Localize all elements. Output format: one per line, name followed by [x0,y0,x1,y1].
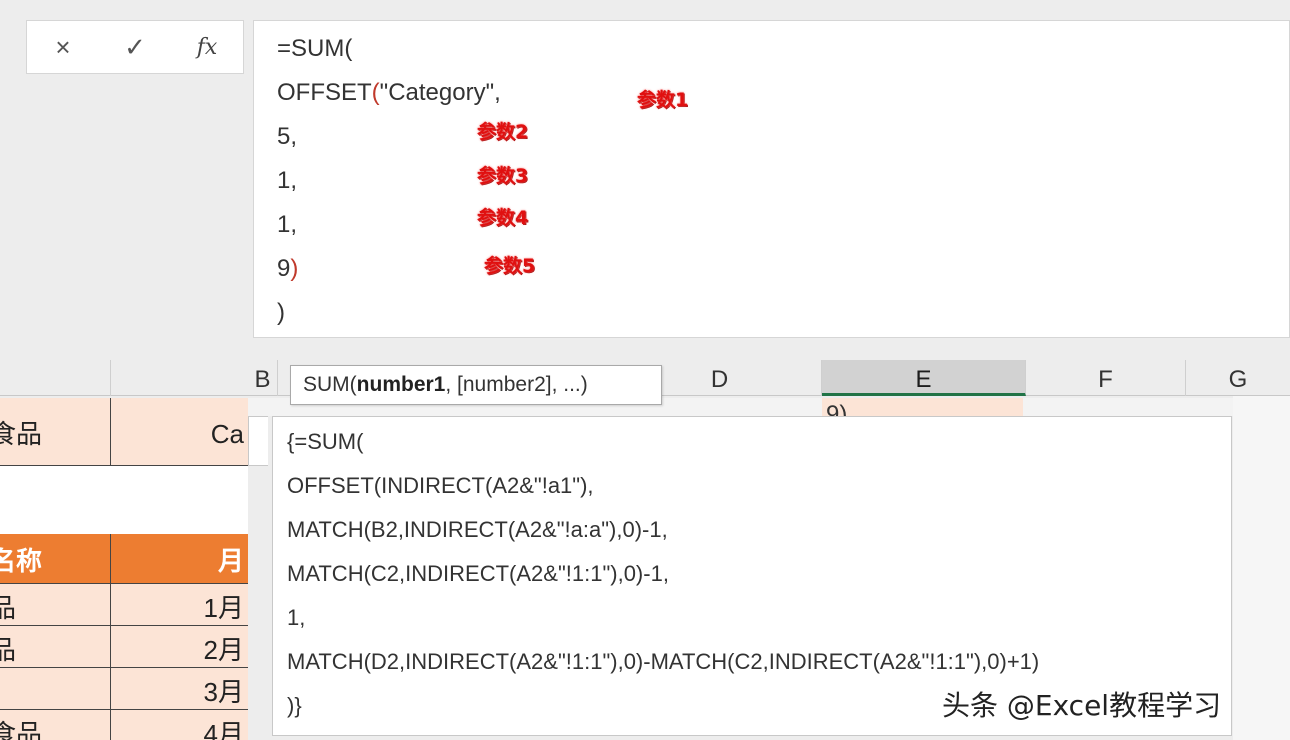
formula-line: 9) [277,255,298,283]
cell[interactable] [0,466,248,534]
cell[interactable]: 1月 [110,584,248,626]
cell[interactable]: 品 [0,626,110,668]
formula-text: OFFSET [277,79,372,106]
column-header-f[interactable]: F [1026,360,1186,396]
popup-edge [248,416,268,466]
column-header-b[interactable]: B [248,360,278,396]
annotation-label: 参数1 [637,89,689,111]
cell[interactable]: 食品 [0,710,110,740]
cell[interactable]: 3月 [110,668,248,710]
formula-popup: {=SUM( OFFSET(INDIRECT(A2&"!a1"), MATCH(… [272,416,1232,736]
popup-formula-line: MATCH(D2,INDIRECT(A2&"!1:1"),0)-MATCH(C2… [287,649,1040,674]
insert-function-icon[interactable]: fx [196,34,218,60]
cell[interactable]: 月 [110,534,248,584]
tooltip-current-arg[interactable]: number1 [356,373,446,396]
popup-formula-line: )} [287,693,302,718]
formula-line: 5, [277,123,298,150]
formula-line: OFFSET()"Category", [277,79,501,107]
popup-formula-line: {=SUM( [287,429,364,454]
formula-paren: ( [371,79,380,106]
tooltip-rest-args: , [number2], ...) [445,373,588,396]
sheet-area [1233,396,1290,740]
cell[interactable]: 食品 [0,398,110,466]
annotation-label: 参数3 [477,165,529,187]
column-divider [110,360,111,396]
function-tooltip[interactable]: SUM(number1, [number2], ...) [290,365,662,405]
formula-line: =SUM( [277,35,353,62]
formula-line: ) [277,299,285,326]
popup-formula-line: MATCH(C2,INDIRECT(A2&"!1:1"),0)-1, [287,561,669,586]
cell[interactable]: 2月 [110,626,248,668]
formula-toolbar: × ✓ fx [26,20,244,74]
annotation-label: 参数5 [484,255,536,277]
formula-text: 9 [277,255,291,282]
cell[interactable]: 名称 [0,534,110,584]
annotation-label: 参数2 [477,121,529,143]
formula-text: "Category", [379,79,501,106]
popup-formula-line: MATCH(B2,INDIRECT(A2&"!a:a"),0)-1, [287,517,668,542]
cell[interactable]: 4月 [110,710,248,740]
enter-icon[interactable]: ✓ [124,31,146,62]
formula-bar[interactable]: =SUM( OFFSET()"Category", 5, 1, 1, 9) ) … [253,20,1290,338]
tooltip-fn-name: SUM( [303,373,357,396]
watermark: 头条 @Excel教程学习 [942,689,1222,722]
cell[interactable]: 品 [0,584,110,626]
popup-formula-line: 1, [287,605,306,630]
cell[interactable] [0,668,110,710]
column-header-e[interactable]: E [822,360,1026,396]
popup-formula-line: OFFSET(INDIRECT(A2&"!a1"), [287,473,594,498]
annotation-label: 参数4 [477,207,529,229]
cancel-icon[interactable]: × [55,31,71,62]
column-header-d[interactable]: D [618,360,822,396]
formula-line: 1, [277,167,298,194]
cell[interactable]: Ca [110,398,248,466]
formula-line: 1, [277,211,298,238]
formula-text: ) [290,255,299,282]
column-header-g[interactable]: G [1228,366,1248,393]
